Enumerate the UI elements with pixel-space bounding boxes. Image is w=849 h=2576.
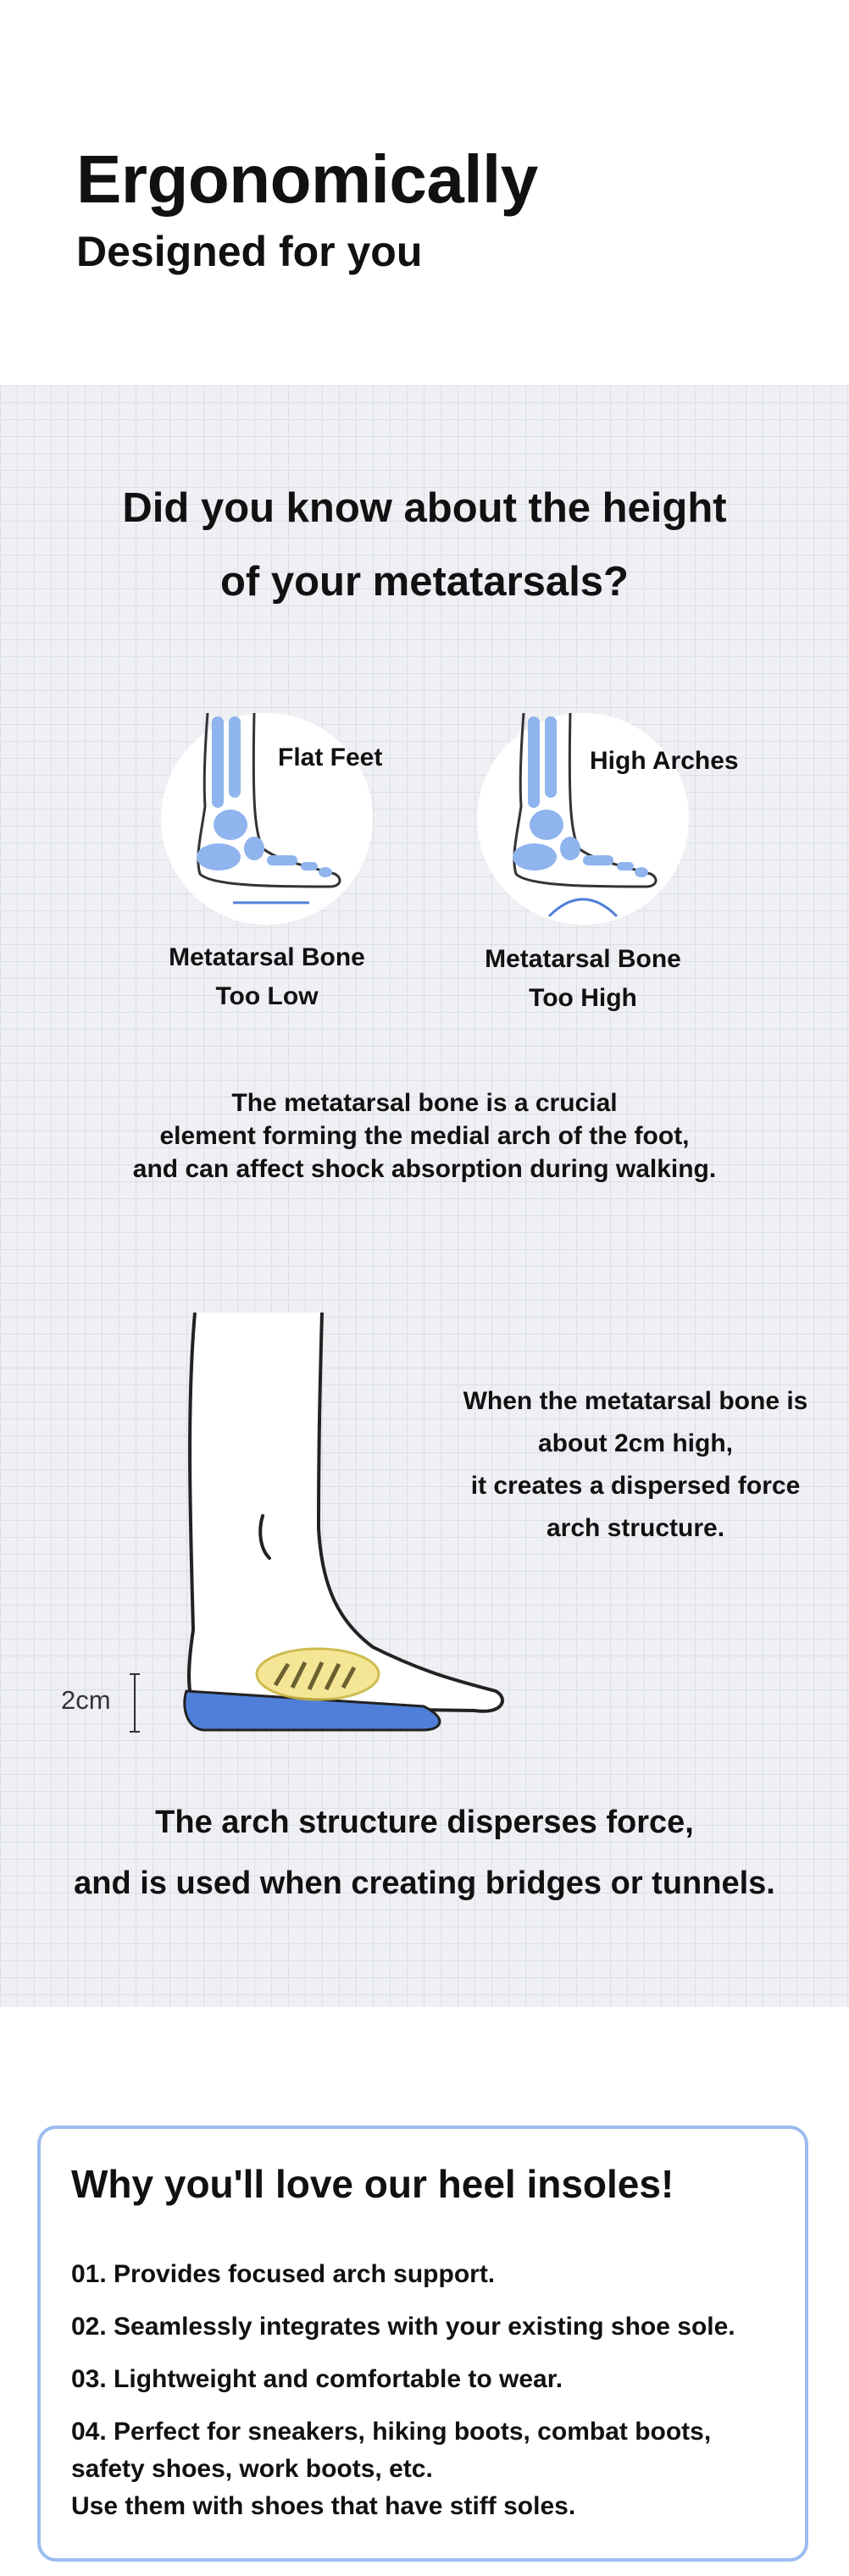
benefits-card: Why you'll love our heel insoles! 01. Pr…: [37, 2125, 808, 2562]
flat-feet-caption: Metatarsal Bone Too Low: [140, 938, 394, 1016]
arch-statement-line2: and is used when creating bridges or tun…: [74, 1866, 775, 1901]
side-note-line2: about 2cm high,: [537, 1429, 733, 1457]
side-note: When the metatarsal bone is about 2cm hi…: [441, 1380, 830, 1550]
arch-statement-line1: The arch structure disperses force,: [155, 1805, 694, 1840]
benefits-title: Why you'll love our heel insoles!: [71, 2162, 674, 2206]
flat-feet-caption-line2: Too Low: [215, 982, 319, 1010]
benefit-item-line: 04. Perfect for sneakers, hiking boots, …: [71, 2418, 712, 2446]
benefit-item: 02. Seamlessly integrates with your exis…: [71, 2308, 800, 2346]
benefit-item-line: 01. Provides focused arch support.: [71, 2260, 496, 2288]
high-arches-caption-line2: Too High: [529, 984, 637, 1012]
high-arches-label: High Arches: [590, 747, 739, 775]
side-note-line4: arch structure.: [546, 1514, 725, 1542]
benefit-item: 01. Provides focused arch support.: [71, 2256, 800, 2293]
high-arches-caption: Metatarsal Bone Too High: [456, 940, 710, 1018]
flat-feet-illustration: [161, 712, 373, 925]
flat-feet-label: Flat Feet: [278, 744, 383, 771]
hero-title: Ergonomically: [76, 141, 538, 217]
dimension-bracket-icon: [130, 1673, 140, 1733]
question-title-line2: of your metatarsals?: [220, 559, 629, 605]
benefit-item-line: 02. Seamlessly integrates with your exis…: [71, 2313, 735, 2341]
explanation-line2: element forming the medial arch of the f…: [159, 1122, 690, 1150]
flat-feet-caption-line1: Metatarsal Bone: [169, 943, 365, 971]
flat-foot-bones-icon: [197, 712, 341, 904]
hero-subtitle: Designed for you: [76, 228, 423, 275]
question-title-line1: Did you know about the height: [122, 485, 727, 531]
benefit-list: 01. Provides focused arch support. 02. S…: [71, 2256, 800, 2540]
explanation-line1: The metatarsal bone is a crucial: [231, 1089, 618, 1117]
benefit-item-line: 03. Lightweight and comfortable to wear.: [71, 2365, 563, 2393]
benefit-item-line: Use them with shoes that have stiff sole…: [71, 2492, 576, 2520]
foot-insole-illustration: [183, 1312, 504, 1732]
high-arches-caption-line1: Metatarsal Bone: [485, 945, 681, 973]
dimension-label: 2cm: [61, 1685, 111, 1715]
benefit-item: 04. Perfect for sneakers, hiking boots, …: [71, 2413, 800, 2525]
hero-section: Ergonomically Designed for you: [0, 0, 849, 385]
benefit-item-line: safety shoes, work boots, etc.: [71, 2455, 433, 2483]
side-note-line3: it creates a dispersed force: [470, 1472, 801, 1500]
high-arch-bones-icon: [513, 712, 658, 918]
side-note-line1: When the metatarsal bone is: [463, 1387, 808, 1415]
benefit-item: 03. Lightweight and comfortable to wear.: [71, 2361, 800, 2398]
explanation-line3: and can affect shock absorption during w…: [132, 1155, 717, 1183]
high-arches-illustration: [477, 712, 689, 925]
info-panel: [0, 385, 849, 2007]
